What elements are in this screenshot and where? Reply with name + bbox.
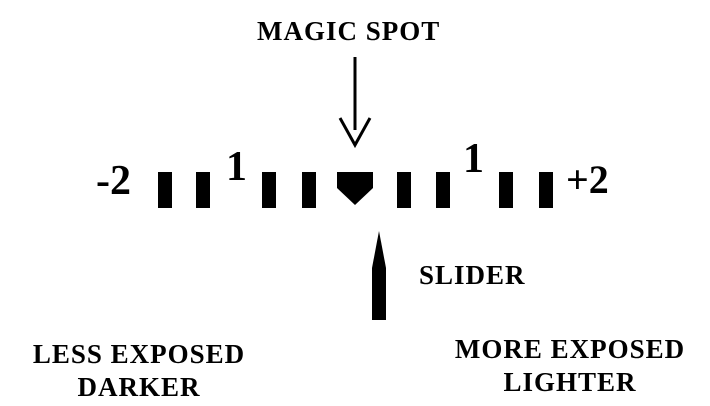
scale-label-plus-two: +2 bbox=[566, 157, 609, 202]
scale-bar bbox=[539, 172, 553, 208]
scale-label-minus-two: -2 bbox=[96, 158, 131, 204]
more-exposed-line: MORE EXPOSED bbox=[454, 334, 686, 364]
magic-spot-label: MAGIC SPOT bbox=[257, 16, 441, 46]
scale-label-minus-one: 1 bbox=[226, 144, 247, 190]
scale-label-plus-one: 1 bbox=[463, 136, 484, 182]
slider-label: SLIDER bbox=[419, 260, 526, 290]
darker-line: DARKER bbox=[77, 372, 201, 402]
scale-bar bbox=[302, 172, 316, 208]
slider-pointer bbox=[372, 231, 386, 320]
lighter-line: LIGHTER bbox=[503, 367, 637, 397]
scale-bar bbox=[158, 172, 172, 208]
magic-spot-arrow-head bbox=[338, 117, 372, 149]
scale-bar bbox=[262, 172, 276, 208]
scale-bar bbox=[499, 172, 513, 208]
magic-spot-marker bbox=[337, 172, 373, 205]
scale-bar bbox=[397, 172, 411, 208]
more-exposed-label: MORE EXPOSED LIGHTER bbox=[440, 336, 700, 396]
scale-bar bbox=[436, 172, 450, 208]
scale-bar bbox=[196, 172, 210, 208]
less-exposed-line: LESS EXPOSED bbox=[32, 339, 246, 369]
less-exposed-label: LESS EXPOSED DARKER bbox=[14, 341, 264, 401]
